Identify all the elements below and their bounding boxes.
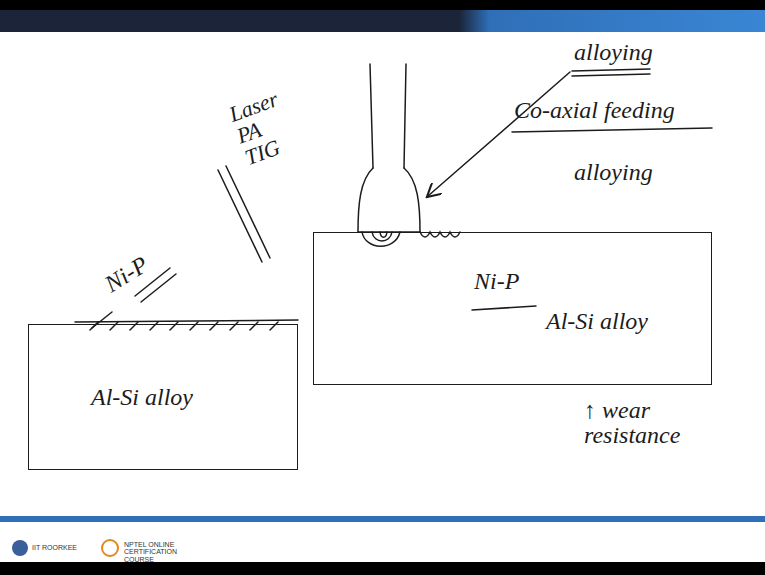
handwritten-note: Co-axial feeding	[514, 98, 675, 123]
material-label: Al-Si alloy	[91, 385, 193, 410]
material-label: Ni-P	[474, 269, 519, 294]
substrate-block: Al-Si alloy	[28, 324, 298, 470]
handwritten-note: Ni-P	[101, 252, 153, 297]
substrate-block: Ni-P Al-Si alloy	[313, 232, 712, 385]
material-label: Al-Si alloy	[546, 309, 648, 334]
footer-text: IIT ROORKEE	[32, 544, 92, 551]
handwritten-note: Laser PA TIG	[226, 84, 306, 170]
footer-text: NPTEL ONLINE CERTIFICATION COURSE	[124, 541, 204, 563]
handwritten-note: alloying	[574, 40, 653, 65]
handwritten-note: ↑ wear resistance	[584, 398, 714, 448]
handwritten-note: alloying	[574, 160, 653, 185]
